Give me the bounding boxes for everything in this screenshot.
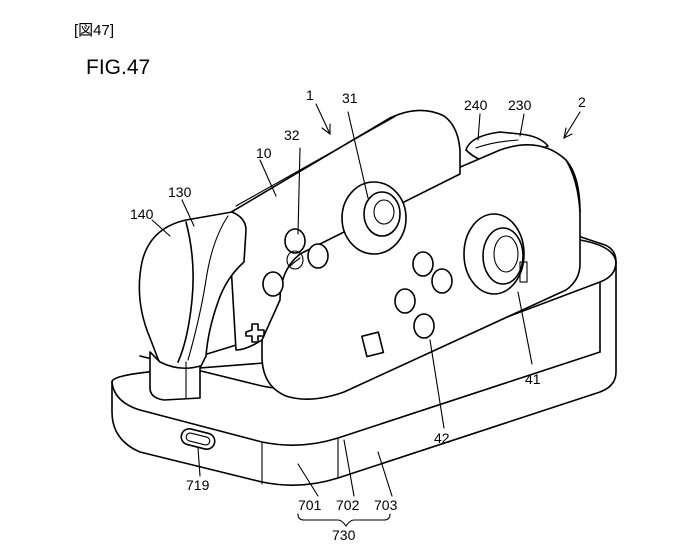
label-part-730: 730: [332, 527, 356, 543]
reference-numerals: 1 2 10 31 32 41 42 130 140 230 240 701 7…: [130, 87, 586, 543]
left-controller: [227, 109, 461, 351]
usb-port: [180, 428, 216, 450]
label-part-31: 31: [342, 90, 358, 106]
figure-title: FIG.47: [86, 56, 150, 79]
label-part-10: 10: [256, 145, 272, 161]
label-part-32: 32: [284, 127, 300, 143]
label-part-701: 701: [298, 497, 322, 513]
face-buttons-42: [394, 251, 453, 339]
square-button: [361, 331, 385, 358]
label-unit-1: 1: [306, 87, 314, 103]
direction-buttons-32: [262, 228, 329, 297]
label-part-140: 140: [130, 206, 154, 222]
figure-bracket-label: [図47]: [74, 22, 114, 39]
label-part-130: 130: [168, 184, 192, 200]
leader-lines: [151, 103, 581, 527]
label-part-703: 703: [374, 497, 398, 513]
front-attachment: [138, 211, 247, 401]
right-controller: [261, 131, 581, 400]
label-part-230: 230: [508, 97, 532, 113]
label-part-42: 42: [434, 430, 450, 446]
plus-button: [245, 323, 265, 343]
analog-stick-31: [341, 181, 407, 255]
analog-stick-41: [463, 213, 528, 295]
label-unit-2: 2: [578, 94, 586, 110]
label-part-719: 719: [186, 477, 210, 493]
label-part-240: 240: [464, 97, 488, 113]
label-part-41: 41: [525, 371, 541, 387]
label-part-702: 702: [336, 497, 360, 513]
